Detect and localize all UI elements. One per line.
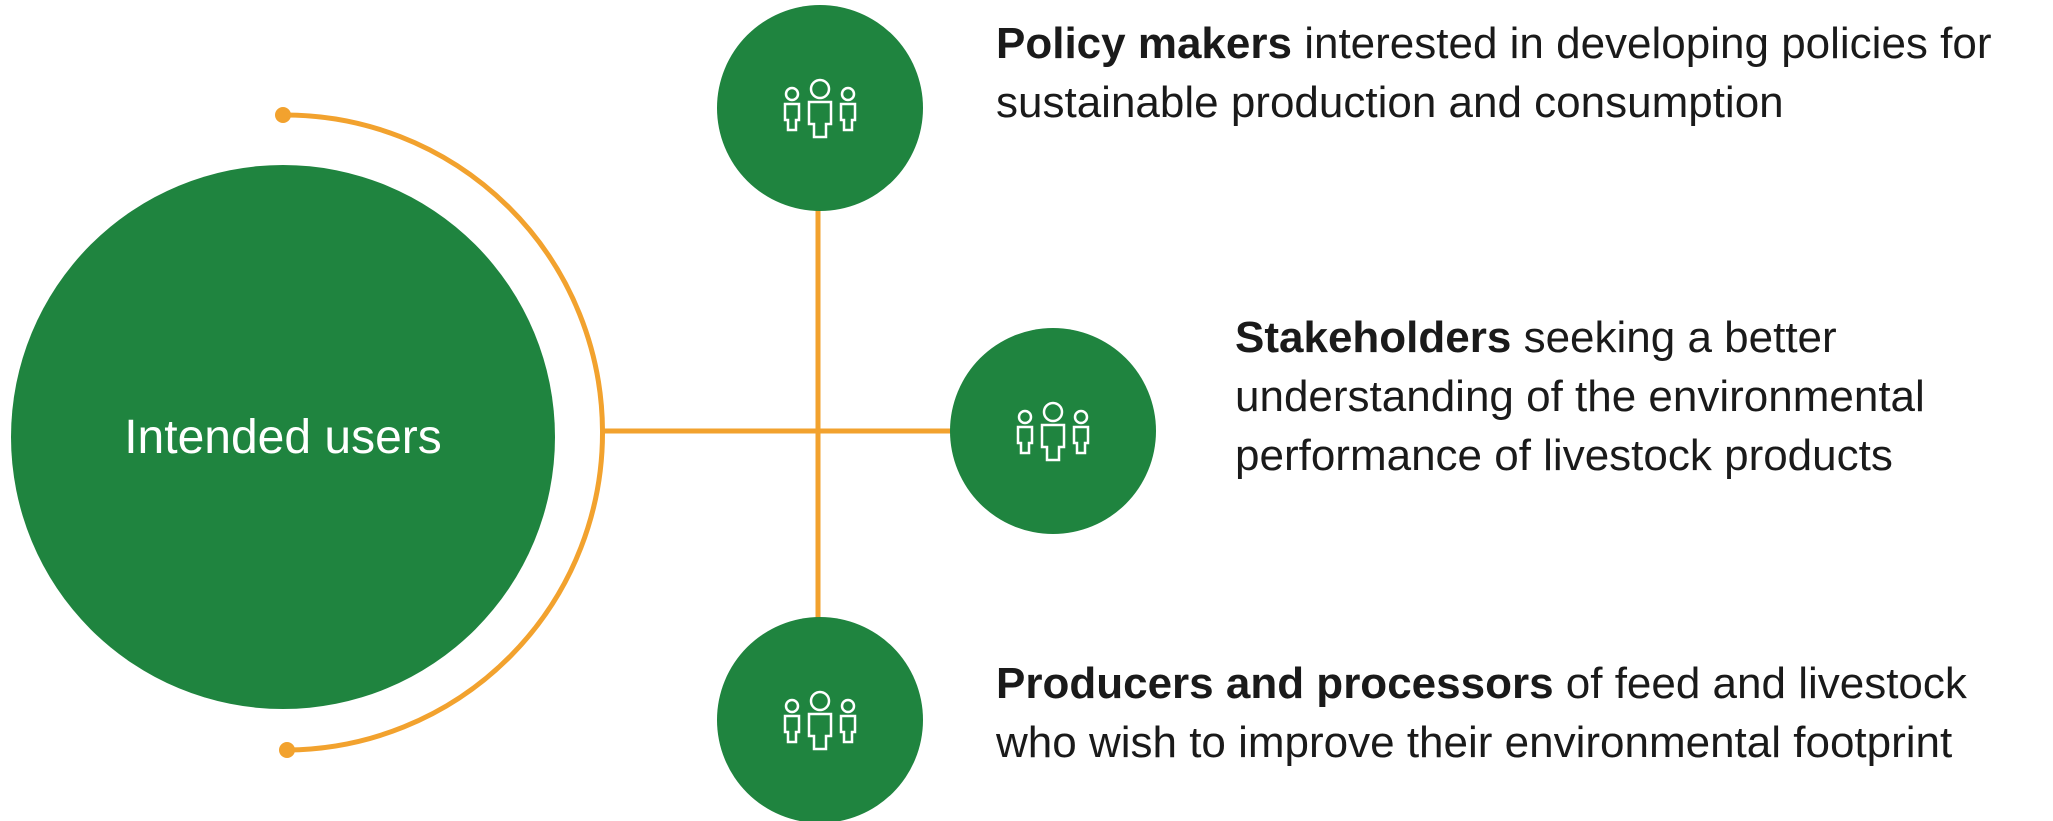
item-bold: Producers and processors — [996, 659, 1554, 708]
center-circle — [11, 165, 555, 709]
node-circle-stakeholders — [950, 328, 1156, 534]
people-group-icon — [1016, 401, 1090, 462]
people-group-icon — [783, 690, 857, 751]
item-bold: Stakeholders — [1235, 313, 1512, 362]
center-label: Intended users — [124, 411, 442, 464]
item-rest: of feed and livestock who wish to improv… — [996, 659, 1967, 767]
node-circle-producers — [717, 617, 923, 821]
item-bold: Policy makers — [996, 19, 1292, 68]
arc-end-dot-top — [275, 107, 291, 123]
item-rest: interested in developing policies for su… — [996, 19, 1992, 127]
item-text-producers: Producers and processors of feed and liv… — [996, 654, 2048, 772]
people-group-icon — [783, 78, 857, 139]
arc-end-dot-bottom — [279, 742, 295, 758]
node-circle-policy-makers — [717, 5, 923, 211]
item-text-policy-makers: Policy makers interested in developing p… — [996, 14, 2026, 132]
item-rest: seeking a better understanding of the en… — [1235, 313, 1925, 480]
item-text-stakeholders: Stakeholders seeking a better understand… — [1235, 308, 2015, 485]
